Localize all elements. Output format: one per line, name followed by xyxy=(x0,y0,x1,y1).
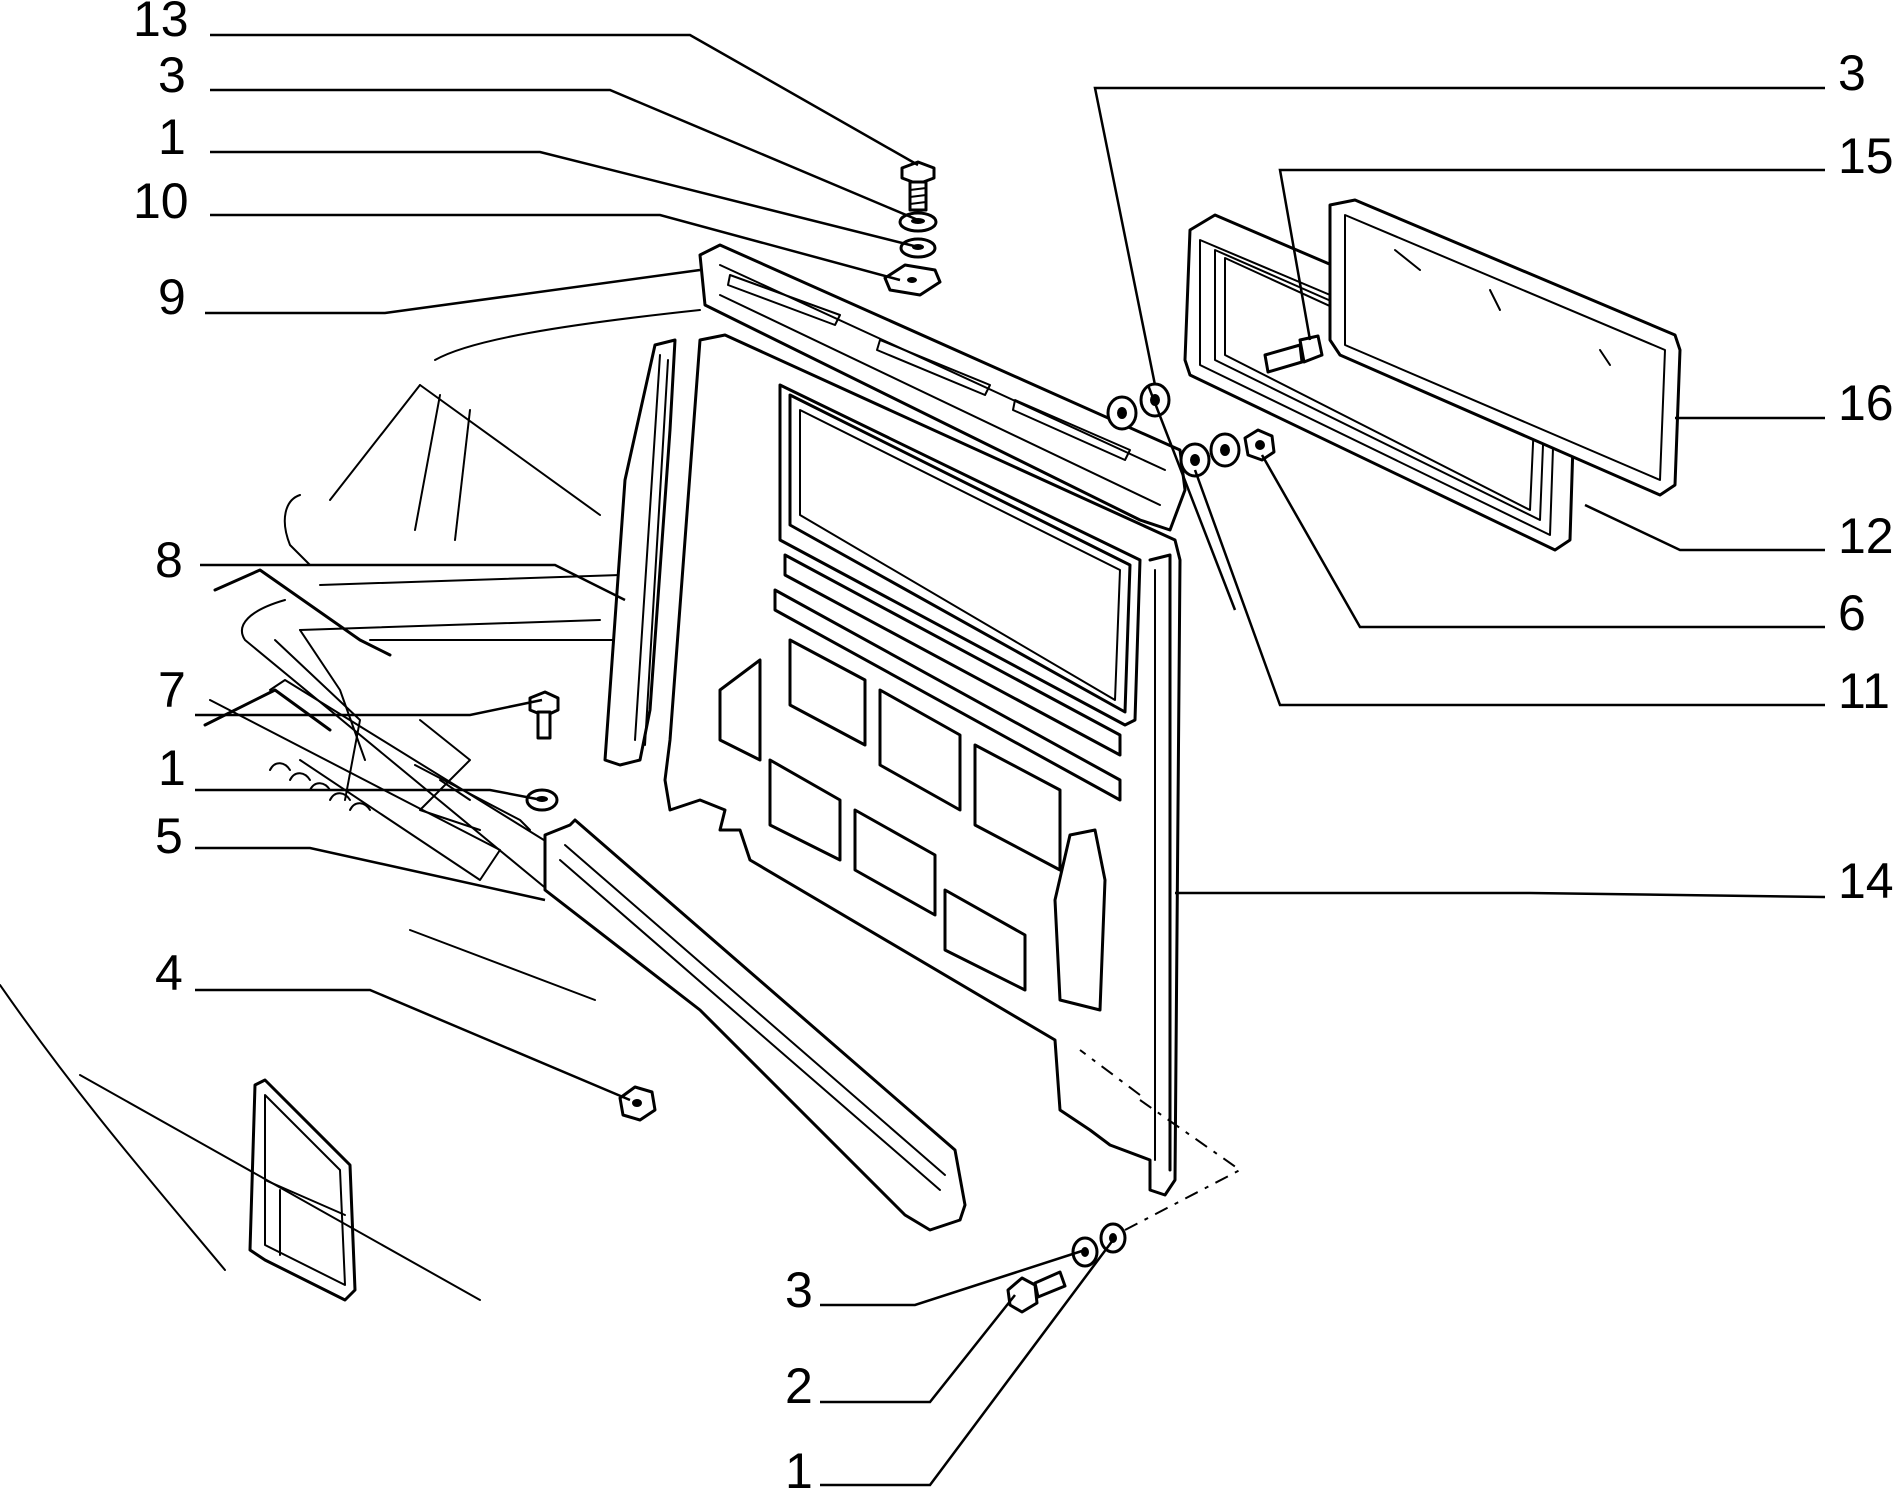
glass-pane-part-16 xyxy=(1328,198,1682,497)
callout-left-3: 3 xyxy=(158,47,186,103)
callout-bottom-1: 1 xyxy=(785,1443,813,1495)
callout-left-9: 9 xyxy=(158,269,186,325)
callout-right-15: 15 xyxy=(1838,128,1894,184)
callout-left-7: 7 xyxy=(158,662,186,718)
callout-left-10: 10 xyxy=(133,173,189,229)
callout-left-4: 4 xyxy=(155,945,183,1001)
callout-left-5: 5 xyxy=(155,808,183,864)
callout-left-8: 8 xyxy=(155,532,183,588)
rear-light-outline xyxy=(248,1078,357,1302)
callout-left-1b: 1 xyxy=(158,740,186,796)
callout-labels: 13 3 1 10 9 8 7 1 5 4 3 15 16 12 6 11 14… xyxy=(133,0,1894,1495)
callout-right-14: 14 xyxy=(1838,853,1894,909)
callout-right-12: 12 xyxy=(1838,508,1894,564)
left-strip-part-8 xyxy=(603,338,677,767)
callout-right-11: 11 xyxy=(1838,663,1890,719)
callout-bottom-3: 3 xyxy=(785,1262,813,1318)
callout-left-1: 1 xyxy=(158,109,186,165)
bulkhead-panel-part-14 xyxy=(663,333,1182,1197)
callout-left-13: 13 xyxy=(133,0,189,47)
vehicle-body-outline xyxy=(0,309,701,1301)
alignment-lines xyxy=(1079,1049,1242,1231)
callout-right-6: 6 xyxy=(1838,585,1866,641)
bottom-rail-part-5 xyxy=(543,818,967,1232)
hardware-top-stack xyxy=(883,160,942,297)
leader-lines xyxy=(195,33,1826,1487)
top-channel-part-9 xyxy=(698,243,1187,532)
hardware-bottom xyxy=(1006,1222,1127,1314)
callout-right-16: 16 xyxy=(1838,375,1894,431)
callout-bottom-2: 2 xyxy=(785,1358,813,1414)
callout-right-3: 3 xyxy=(1838,45,1866,101)
